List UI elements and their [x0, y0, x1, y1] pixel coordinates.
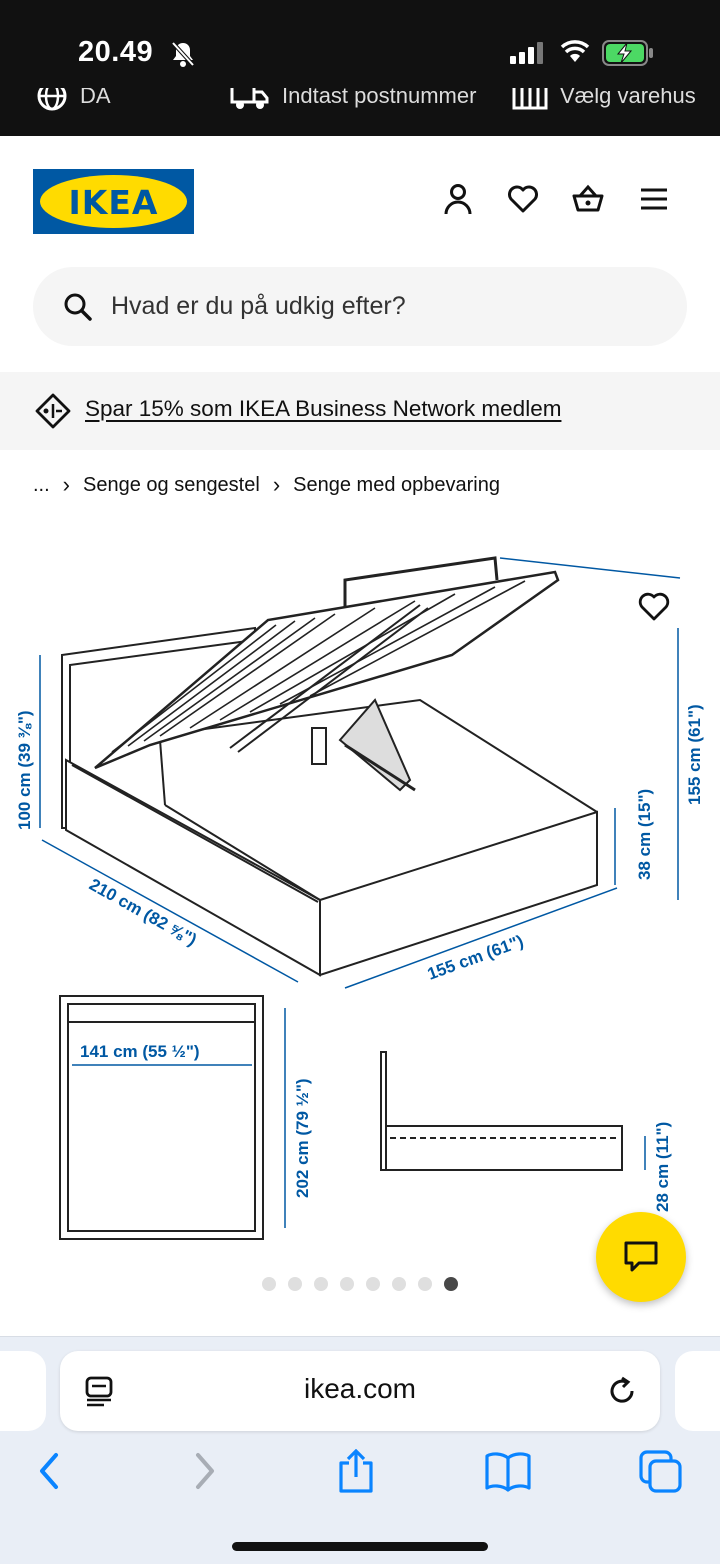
side-view-drawing — [380, 1051, 623, 1171]
wifi-icon — [560, 40, 590, 62]
postcode-label: Indtast postnummer — [282, 88, 477, 108]
search-bar — [33, 267, 687, 346]
ikea-logo[interactable]: IKEA — [33, 169, 194, 234]
store-label: Vælg varehus — [560, 88, 696, 108]
business-network-link[interactable]: Spar 15% som IKEA Business Network medle… — [85, 396, 562, 421]
browser-toolbar: ikea.com — [0, 1336, 720, 1564]
bell-slash-icon — [171, 41, 195, 67]
language-selector[interactable]: DA — [36, 88, 111, 112]
top-view-drawing — [59, 995, 264, 1240]
dim-inner-length-label: 202 cm (79 ½") — [293, 1078, 312, 1198]
top-view-dimension-lines — [72, 1008, 286, 1228]
breadcrumb-ellipsis[interactable]: ... — [33, 473, 50, 496]
search-input[interactable] — [111, 267, 671, 346]
status-time: 20.49 — [78, 36, 154, 68]
language-label: DA — [80, 88, 111, 108]
share-icon[interactable] — [336, 1449, 376, 1495]
carousel-dot[interactable] — [418, 1277, 432, 1291]
top-utility-strip: DA Indtast postnummer Vælg varehus — [0, 88, 720, 114]
bookmarks-book-icon[interactable] — [484, 1449, 532, 1493]
dim-storage-depth-label: 28 cm (11") — [653, 1122, 672, 1212]
store-icon — [512, 88, 548, 110]
cellular-signal-icon — [510, 42, 543, 64]
previous-tab-preview[interactable] — [0, 1351, 46, 1431]
globe-icon — [37, 88, 67, 111]
heart-icon[interactable] — [506, 182, 540, 216]
reader-mode-icon[interactable] — [84, 1375, 116, 1407]
next-tab-preview[interactable] — [675, 1351, 720, 1431]
carousel-dot[interactable] — [262, 1277, 276, 1291]
carousel-dot[interactable] — [340, 1277, 354, 1291]
dimension-lines — [39, 557, 681, 989]
dim-height-label: 100 cm (39 ⅜") — [15, 710, 34, 830]
truck-icon — [230, 88, 269, 109]
business-tag-icon — [35, 393, 71, 429]
search-icon — [64, 293, 92, 321]
account-icon[interactable] — [441, 182, 475, 216]
home-indicator — [232, 1542, 488, 1551]
chevron-right-icon: › — [62, 472, 70, 497]
dim-frame-height-label: 38 cm (15") — [635, 789, 654, 880]
shopping-basket-icon[interactable] — [571, 182, 605, 216]
store-selector[interactable]: Vælg varehus — [512, 88, 696, 112]
logo-ellipse — [40, 175, 187, 228]
reload-icon[interactable] — [606, 1375, 638, 1407]
carousel-dot[interactable] — [392, 1277, 406, 1291]
postcode-selector[interactable]: Indtast postnummer — [230, 88, 476, 112]
address-bar[interactable]: ikea.com — [60, 1351, 660, 1431]
dim-total-height-label: 155 cm (61") — [685, 704, 704, 805]
chat-bubble-icon — [624, 1241, 658, 1272]
carousel-dot[interactable] — [314, 1277, 328, 1291]
site-header: IKEA — [0, 136, 720, 268]
favourite-heart-icon[interactable] — [630, 586, 678, 622]
bed-dimension-drawing: 100 cm (39 ⅜") 210 cm (82 ⅝") 155 cm (61… — [15, 556, 704, 1240]
promo-banner: Spar 15% som IKEA Business Network medle… — [0, 372, 720, 450]
breadcrumb-item[interactable]: Senge og sengestel — [83, 473, 260, 496]
product-image[interactable]: 100 cm (39 ⅜") 210 cm (82 ⅝") 155 cm (61… — [0, 530, 720, 1250]
breadcrumb: ... › Senge og sengestel › Senge med opb… — [33, 472, 500, 498]
carousel-dot[interactable] — [288, 1277, 302, 1291]
tabs-overview-icon[interactable] — [638, 1449, 684, 1495]
carousel-dot-active[interactable] — [444, 1277, 458, 1291]
status-bar: 20.49 DA Indtast postnummer Vælg v — [0, 0, 720, 136]
carousel-dot[interactable] — [366, 1277, 380, 1291]
chevron-right-icon: › — [272, 472, 281, 497]
breadcrumb-item[interactable]: Senge med opbevaring — [293, 473, 500, 496]
back-chevron-icon[interactable] — [34, 1449, 62, 1493]
battery-charging-icon — [602, 40, 653, 66]
bed-line-art — [61, 556, 598, 977]
chat-button[interactable] — [596, 1212, 686, 1302]
url-text: ikea.com — [303, 1373, 417, 1404]
dim-inner-width-label: 141 cm (55 ½") — [80, 1042, 200, 1061]
menu-icon[interactable] — [637, 182, 671, 216]
forward-chevron-icon[interactable] — [192, 1449, 220, 1493]
logo-text: IKEA — [68, 183, 159, 222]
carousel-indicators — [262, 1277, 458, 1291]
